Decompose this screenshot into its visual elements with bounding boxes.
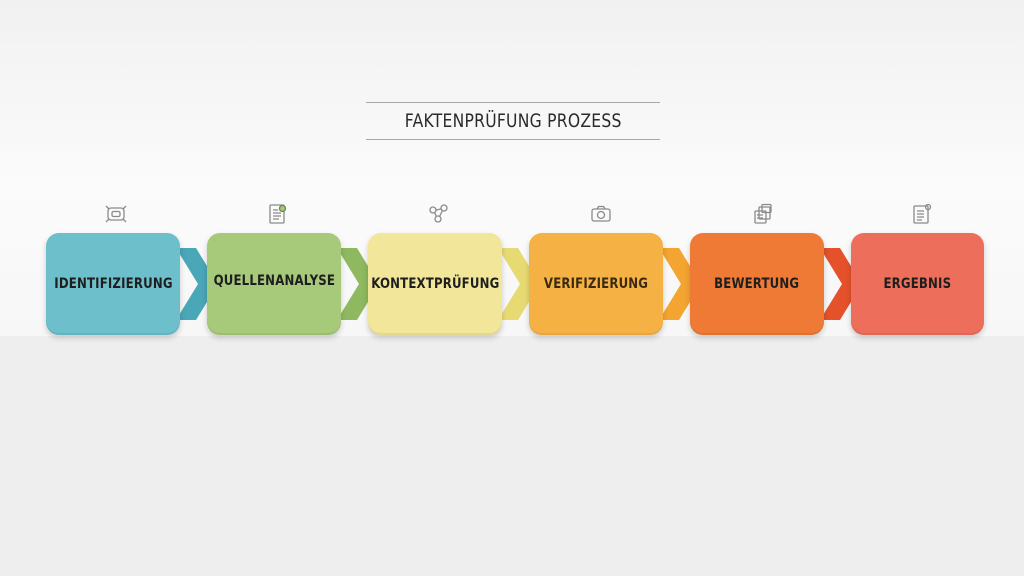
document-icon xyxy=(266,202,290,226)
step-kontextpruefung[interactable]: KONTEXTPRÜFUNG xyxy=(368,233,502,335)
camera-icon xyxy=(589,202,613,226)
report-icon xyxy=(910,202,934,226)
step-quellenanalyse[interactable]: QUELLENANALYSE xyxy=(207,233,341,335)
step-label: VERIFIZIERUNG xyxy=(543,276,649,292)
bottom-panel xyxy=(0,336,1024,576)
page-title: FAKTENPRÜFUNG PROZESS xyxy=(404,110,622,132)
step-label: QUELLENANALYSE xyxy=(213,273,335,289)
step-label: ERGEBNIS xyxy=(883,276,952,292)
step-label: BEWERTUNG xyxy=(714,276,800,292)
step-identifizierung[interactable]: IDENTIFIZIERUNG xyxy=(46,233,180,335)
step-verifizierung[interactable]: VERIFIZIERUNG xyxy=(529,233,663,335)
network-icon xyxy=(427,202,451,226)
title-banner: FAKTENPRÜFUNG PROZESS xyxy=(366,102,660,140)
stack-icon xyxy=(751,202,775,226)
step-label: IDENTIFIZIERUNG xyxy=(53,276,173,292)
step-ergebnis[interactable]: ERGEBNIS xyxy=(851,233,984,335)
target-icon xyxy=(104,202,128,226)
step-bewertung[interactable]: BEWERTUNG xyxy=(690,233,824,335)
step-label: KONTEXTPRÜFUNG xyxy=(370,276,500,292)
